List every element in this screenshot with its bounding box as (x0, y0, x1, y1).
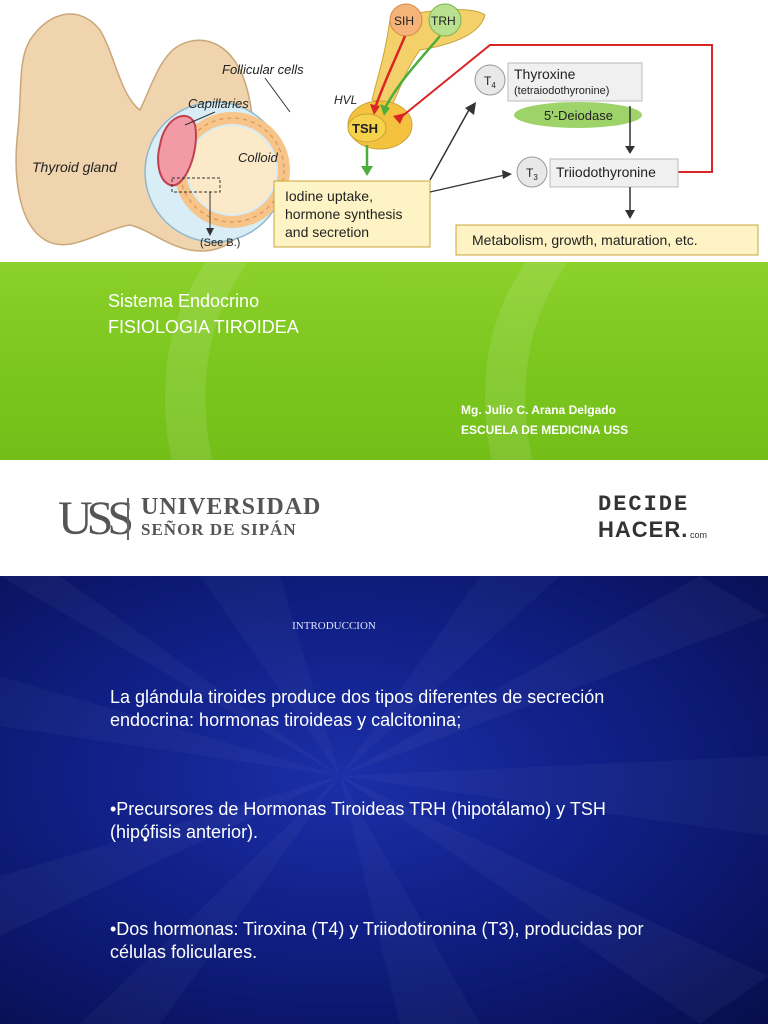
deiodase-ellipse (514, 102, 642, 128)
iodine-line-1: Iodine uptake, (285, 188, 373, 204)
sih-arrow (373, 35, 407, 109)
capillaries-leader (184, 111, 216, 126)
title-slide: ( ( Sistema Endocrino FISIOLOGIA TIROIDE… (0, 262, 768, 460)
intro-paragraph-1: La glándula tiroides produce dos tipos d… (110, 687, 605, 730)
feedback-arrowhead (393, 113, 405, 124)
thyroxine-label: Thyroxine (514, 66, 576, 82)
watermark-shape: ( (150, 262, 250, 460)
to-t3-arrowhead (502, 170, 512, 179)
see-b-arrow (206, 228, 214, 236)
t3-circle (516, 156, 548, 188)
pituitary-stalk (371, 9, 486, 106)
sih-arrowhead (370, 104, 380, 115)
triiodothyronine-box (549, 158, 679, 188)
capillary-shape (157, 114, 197, 187)
capillaries-label: Capillaries (188, 96, 249, 111)
slide-title-line1: Sistema Endocrino (108, 291, 260, 311)
to-t4-arrowhead (465, 102, 476, 115)
see-b-box (171, 177, 221, 193)
iodine-line-3: and secretion (285, 224, 369, 240)
trh-bubble (428, 3, 462, 37)
slide-title-line2: FISIOLOGIA TIROIDEA (108, 317, 299, 337)
university-subtitle: SEÑOR DE SIPÁN (141, 520, 297, 539)
sih-bubble (389, 3, 423, 37)
tsh-down-arrowhead (361, 166, 373, 176)
colloid-area (188, 126, 276, 214)
deiodase-label: 5'-Deiodase (544, 108, 613, 123)
hacer-com-text: com (690, 530, 708, 540)
intro-paragraph-2: •Precursores de Hormonas Tiroideas TRH (… (110, 799, 606, 842)
thyroxine-box (507, 62, 643, 102)
trh-arrowhead (380, 104, 390, 116)
author-name: Mg. Julio C. Arana Delgado (461, 403, 616, 417)
stray-bullet: • (143, 831, 148, 847)
uss-logo-mark: USS (58, 492, 134, 545)
iodine-box (273, 180, 431, 248)
tsh-blob (347, 113, 387, 143)
watermark-shape-2: ( (470, 262, 570, 460)
see-b-label: (See B.) (200, 237, 240, 249)
to-t3-down-arrowhead (625, 146, 635, 154)
intro-heading: INTRODUCCION (292, 620, 376, 632)
hacer-logo-text: HACER. (598, 517, 689, 542)
t4-symbol: T4 (484, 74, 496, 90)
thyroid-gland-label: Thyroid gland (32, 159, 118, 175)
t3-symbol: T3 (526, 166, 538, 182)
to-t3-arrow (429, 174, 506, 193)
thyroid-diagram-figure: Thyroid gland Follicular cells Capillari… (15, 3, 759, 256)
thyroxine-sub-label: (tetraiodothyronine) (514, 85, 609, 97)
sih-label: SIH (394, 14, 414, 28)
tsh-label: TSH (352, 121, 378, 136)
metabolism-label: Metabolism, growth, maturation, etc. (472, 232, 698, 248)
colloid-label: Colloid (238, 150, 279, 165)
follicular-cells-label: Follicular cells (222, 62, 304, 77)
decide-logo-text: DECIDE (598, 492, 690, 517)
to-t4-arrow (429, 107, 471, 181)
trh-label: TRH (431, 14, 456, 28)
school-name: ESCUELA DE MEDICINA USS (461, 423, 629, 437)
thyroid-diagram: Thyroid gland Follicular cells Capillari… (0, 0, 768, 262)
logo-strip: USS UNIVERSIDAD SEÑOR DE SIPÁN DECIDE HA… (0, 460, 768, 576)
hvl-label: HVL (334, 93, 357, 107)
intro-paragraph-3: •Dos hormonas: Tiroxina (T4) y Triiodoti… (110, 919, 644, 962)
trh-arrow (383, 35, 441, 109)
intro-slide: INTRODUCCION La glándula tiroides produc… (0, 576, 768, 1024)
metabolism-box (455, 224, 759, 256)
t4-circle (474, 64, 506, 96)
to-metabolism-arrowhead (625, 210, 635, 219)
university-name: UNIVERSIDAD (141, 494, 322, 520)
triiodothyronine-label: Triiodothyronine (556, 164, 656, 180)
iodine-line-2: hormone synthesis (285, 206, 403, 222)
feedback-loop (399, 44, 713, 173)
follicular-leader (264, 77, 291, 113)
logo-separator (127, 498, 129, 540)
